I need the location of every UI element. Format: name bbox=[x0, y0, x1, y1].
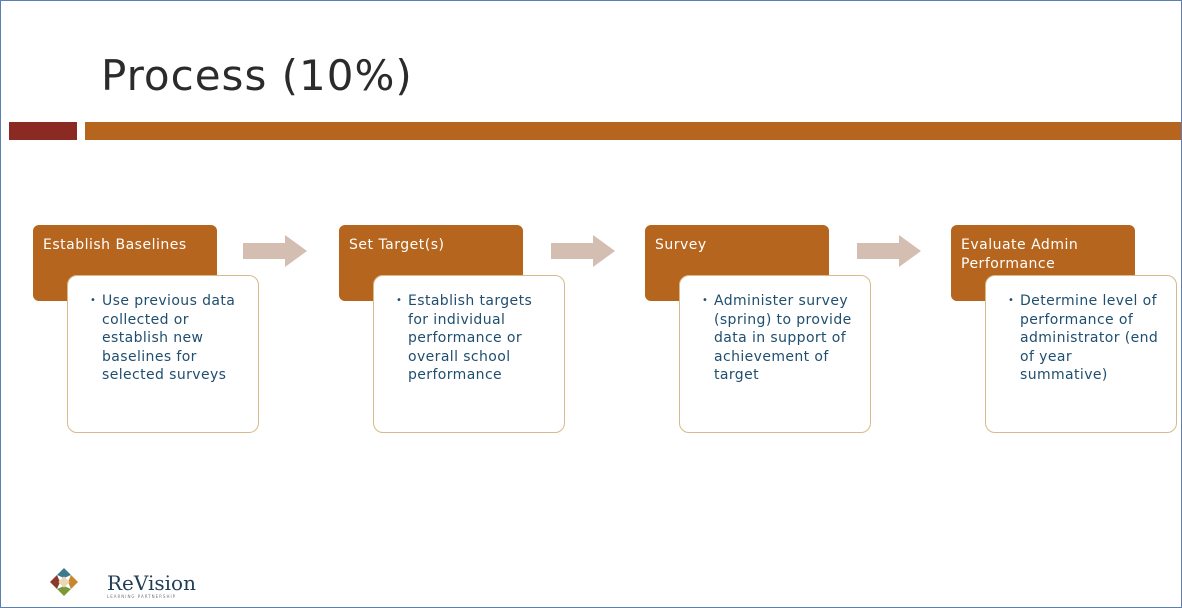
revision-logo: ReVision LEARNING PARTNERSHIP bbox=[49, 567, 249, 603]
step-detail-text: Use previous data collected or establish… bbox=[102, 293, 236, 383]
arrow-right-icon bbox=[857, 235, 921, 267]
step-detail-set-targets: • Establish targets for individual perfo… bbox=[373, 275, 565, 433]
step-detail-text: Administer survey (spring) to provide da… bbox=[714, 293, 852, 383]
step-detail-evaluate-admin-performance: • Determine level of performance of admi… bbox=[985, 275, 1177, 433]
step-detail-text: Establish targets for individual perform… bbox=[408, 293, 533, 383]
step-detail-establish-baselines: • Use previous data collected or establi… bbox=[67, 275, 259, 433]
bullet-icon: • bbox=[702, 295, 709, 306]
revision-logo-icon bbox=[50, 568, 78, 596]
arrow-right-icon bbox=[551, 235, 615, 267]
step-detail-survey: • Administer survey (spring) to provide … bbox=[679, 275, 871, 433]
bullet-icon: • bbox=[1008, 295, 1015, 306]
step-label: Establish Baselines bbox=[43, 237, 187, 253]
bullet-icon: • bbox=[90, 295, 97, 306]
slide-title: Process (10%) bbox=[101, 51, 413, 100]
title-accent-bar-left bbox=[9, 122, 77, 140]
step-detail-text: Determine level of performance of admini… bbox=[1020, 293, 1159, 383]
logo-tagline: LEARNING PARTNERSHIP bbox=[107, 594, 177, 599]
logo-name: ReVision bbox=[107, 571, 196, 595]
step-label: Set Target(s) bbox=[349, 237, 445, 253]
bullet-icon: • bbox=[396, 295, 403, 306]
step-label: Survey bbox=[655, 237, 707, 253]
arrow-right-icon bbox=[243, 235, 307, 267]
title-accent-bar bbox=[85, 122, 1181, 140]
step-label: Evaluate Admin Performance bbox=[961, 237, 1079, 272]
